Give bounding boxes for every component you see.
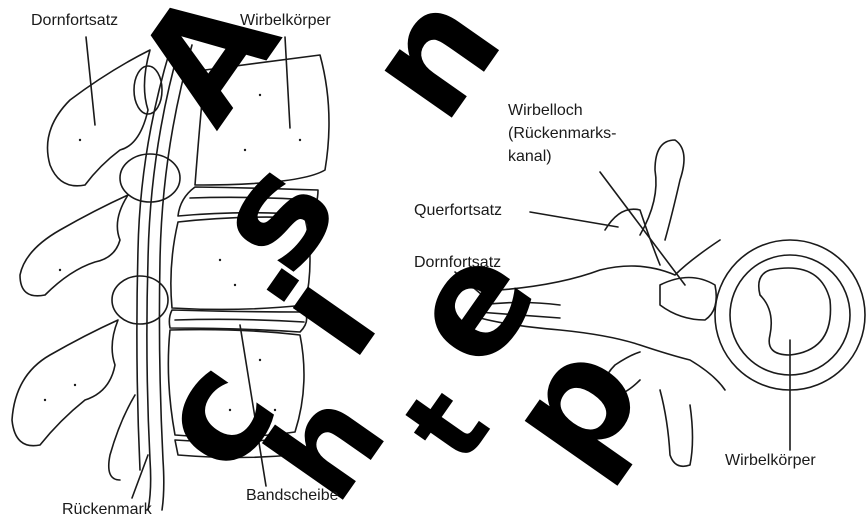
label-left-spinal-cord: Rückenmark bbox=[62, 500, 152, 519]
transverse-process-upper bbox=[640, 140, 684, 240]
vertebral-body-inner bbox=[759, 268, 831, 355]
leader-right-transverse bbox=[530, 212, 618, 227]
spinous-process-2 bbox=[20, 195, 128, 296]
leader-left-spinous bbox=[86, 37, 95, 125]
spinous-process-3 bbox=[12, 320, 118, 446]
label-right-vertebral-body: Wirbelkörper bbox=[725, 451, 816, 470]
label-right-foramen: (Rückenmarks- bbox=[508, 124, 616, 143]
label-left-spinous-process: Dornfortsatz bbox=[31, 11, 118, 30]
label-left-disc: Bandscheibe bbox=[246, 486, 339, 505]
label-right-foramen: Wirbelloch bbox=[508, 101, 583, 120]
vertebral-foramen bbox=[660, 278, 716, 321]
label-right-foramen: kanal) bbox=[508, 147, 552, 166]
label-right-spinous-process: Dornfortsatz bbox=[414, 253, 501, 272]
label-left-vertebral-body: Wirbelkörper bbox=[240, 11, 331, 30]
label-right-transverse-process: Querfortsatz bbox=[414, 201, 502, 220]
